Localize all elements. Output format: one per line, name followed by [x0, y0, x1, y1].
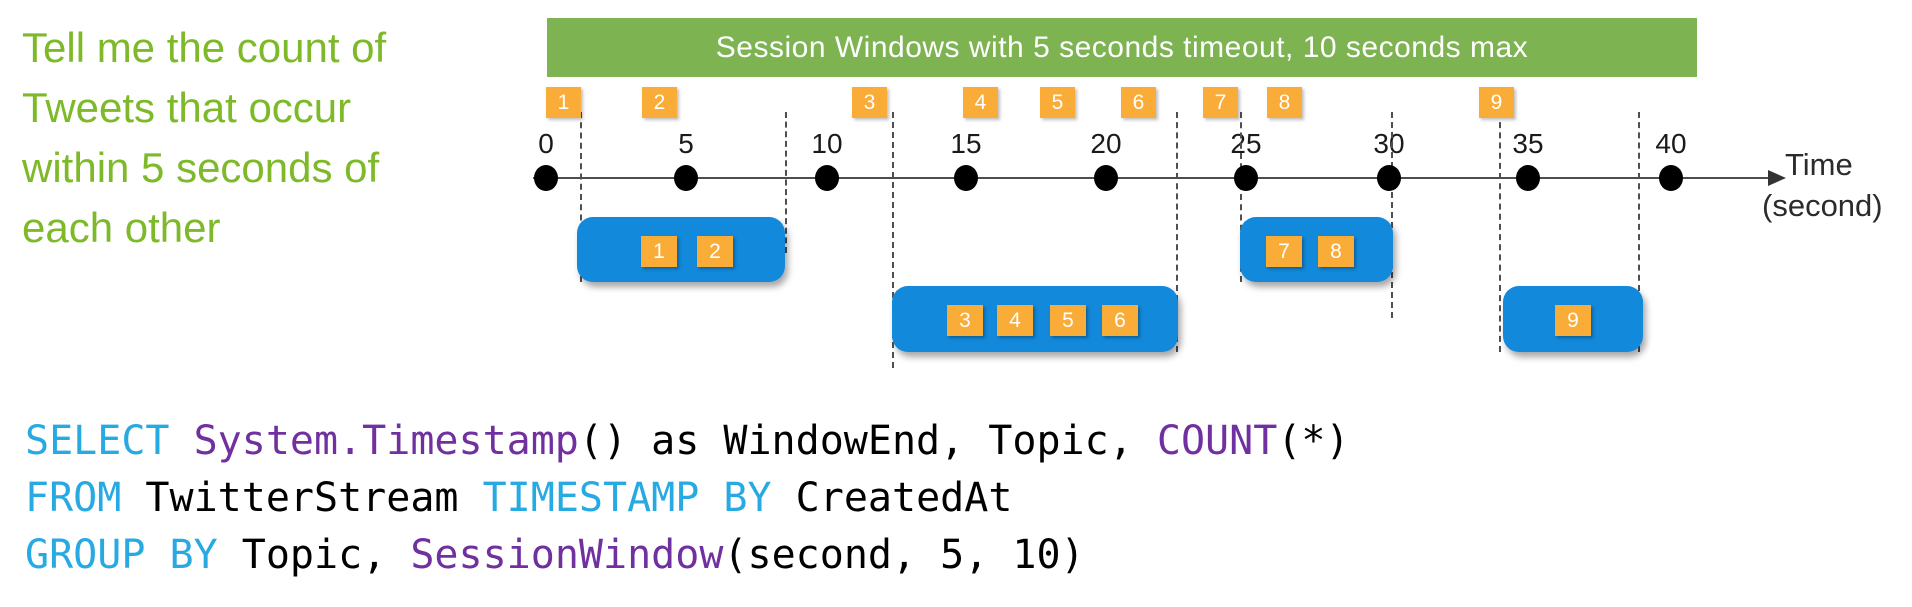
event-marker: 2	[642, 87, 677, 118]
code-token-plain: (second, 5, 10)	[723, 532, 1085, 578]
session-window	[1240, 217, 1393, 282]
code-token-keyword: FROM	[25, 475, 146, 521]
event-marker: 9	[1479, 87, 1514, 118]
window-boundary-dashed-line	[580, 112, 582, 282]
window-boundary-dashed-line	[785, 112, 787, 253]
code-token-plain: (*)	[1277, 418, 1350, 464]
session-window-banner: Session Windows with 5 seconds timeout, …	[547, 18, 1697, 77]
timeline-dot	[954, 165, 978, 191]
session-window-event: 9	[1555, 305, 1591, 336]
timeline-arrowhead-icon	[1768, 170, 1786, 186]
timeline-dot	[534, 165, 558, 191]
prompt-line: within 5 seconds of	[22, 144, 380, 191]
code-line: FROM TwitterStream TIMESTAMP BY CreatedA…	[25, 470, 1350, 527]
session-window-event: 3	[947, 305, 983, 336]
code-token-function: COUNT	[1156, 418, 1278, 464]
window-boundary-dashed-line	[1176, 112, 1178, 352]
tick-label: 10	[811, 128, 843, 159]
session-window	[577, 217, 785, 282]
code-token-plain: Topic,	[241, 532, 411, 578]
code-line: SELECT System.Timestamp() as WindowEnd, …	[25, 413, 1350, 470]
tick-label: 30	[1373, 128, 1405, 159]
tick-label: 5	[678, 128, 694, 159]
code-token-keyword: TIMESTAMP BY	[482, 475, 796, 521]
code-token-plain: TwitterStream	[145, 475, 483, 521]
code-token-function: System.Timestamp	[193, 418, 579, 464]
event-marker: 7	[1203, 87, 1238, 118]
code-token-function: SessionWindow	[410, 532, 724, 578]
tick-label: 40	[1655, 128, 1687, 159]
timeline-axis	[533, 177, 1768, 179]
code-token-plain: CreatedAt	[795, 475, 1013, 521]
code-token-keyword: GROUP BY	[25, 532, 242, 578]
window-boundary-dashed-line	[1391, 112, 1393, 318]
event-marker: 4	[963, 87, 998, 118]
tick-label: 15	[950, 128, 982, 159]
window-boundary-dashed-line	[892, 112, 894, 368]
timeline-dot	[1234, 165, 1258, 191]
tick-label: 0	[538, 128, 554, 159]
tick-label: 35	[1512, 128, 1544, 159]
session-window-event: 7	[1266, 236, 1302, 267]
window-boundary-dashed-line	[1638, 112, 1640, 352]
timeline-dot	[1377, 165, 1401, 191]
prompt-line: each other	[22, 204, 221, 251]
timeline-dot	[674, 165, 698, 191]
timeline-dot	[815, 165, 839, 191]
event-marker: 1	[546, 87, 581, 118]
prompt-line: Tell me the count of	[22, 24, 387, 71]
session-window-event: 1	[641, 236, 677, 267]
event-marker: 6	[1121, 87, 1156, 118]
banner-label: Session Windows with 5 seconds timeout, …	[715, 30, 1529, 64]
window-boundary-dashed-line	[1499, 112, 1501, 352]
session-window-event: 6	[1102, 305, 1138, 336]
prompt-line: Tweets that occur	[22, 84, 352, 131]
timeline-dot	[1516, 165, 1540, 191]
prompt-text: Tell me the count of Tweets that occur wit…	[22, 18, 386, 258]
event-marker: 5	[1040, 87, 1075, 118]
session-window-event: 2	[697, 236, 733, 267]
timeline-dot	[1659, 165, 1683, 191]
timeline-dot	[1094, 165, 1118, 191]
code-token-keyword: SELECT	[25, 418, 194, 464]
tick-label: 20	[1090, 128, 1122, 159]
session-window-event: 5	[1050, 305, 1086, 336]
session-window-event: 8	[1318, 236, 1354, 267]
sql-query-code: SELECT System.Timestamp() as WindowEnd, …	[25, 413, 1350, 584]
event-marker: 3	[852, 87, 887, 118]
axis-label-second: (second)	[1762, 188, 1883, 223]
tick-label: 25	[1230, 128, 1262, 159]
event-marker: 8	[1267, 87, 1302, 118]
code-line: GROUP BY Topic, SessionWindow(second, 5,…	[25, 527, 1350, 584]
code-token-plain: () as WindowEnd, Topic,	[578, 418, 1157, 464]
window-boundary-dashed-line	[1240, 112, 1242, 282]
axis-label-time: Time	[1785, 147, 1853, 182]
session-window-event: 4	[997, 305, 1033, 336]
